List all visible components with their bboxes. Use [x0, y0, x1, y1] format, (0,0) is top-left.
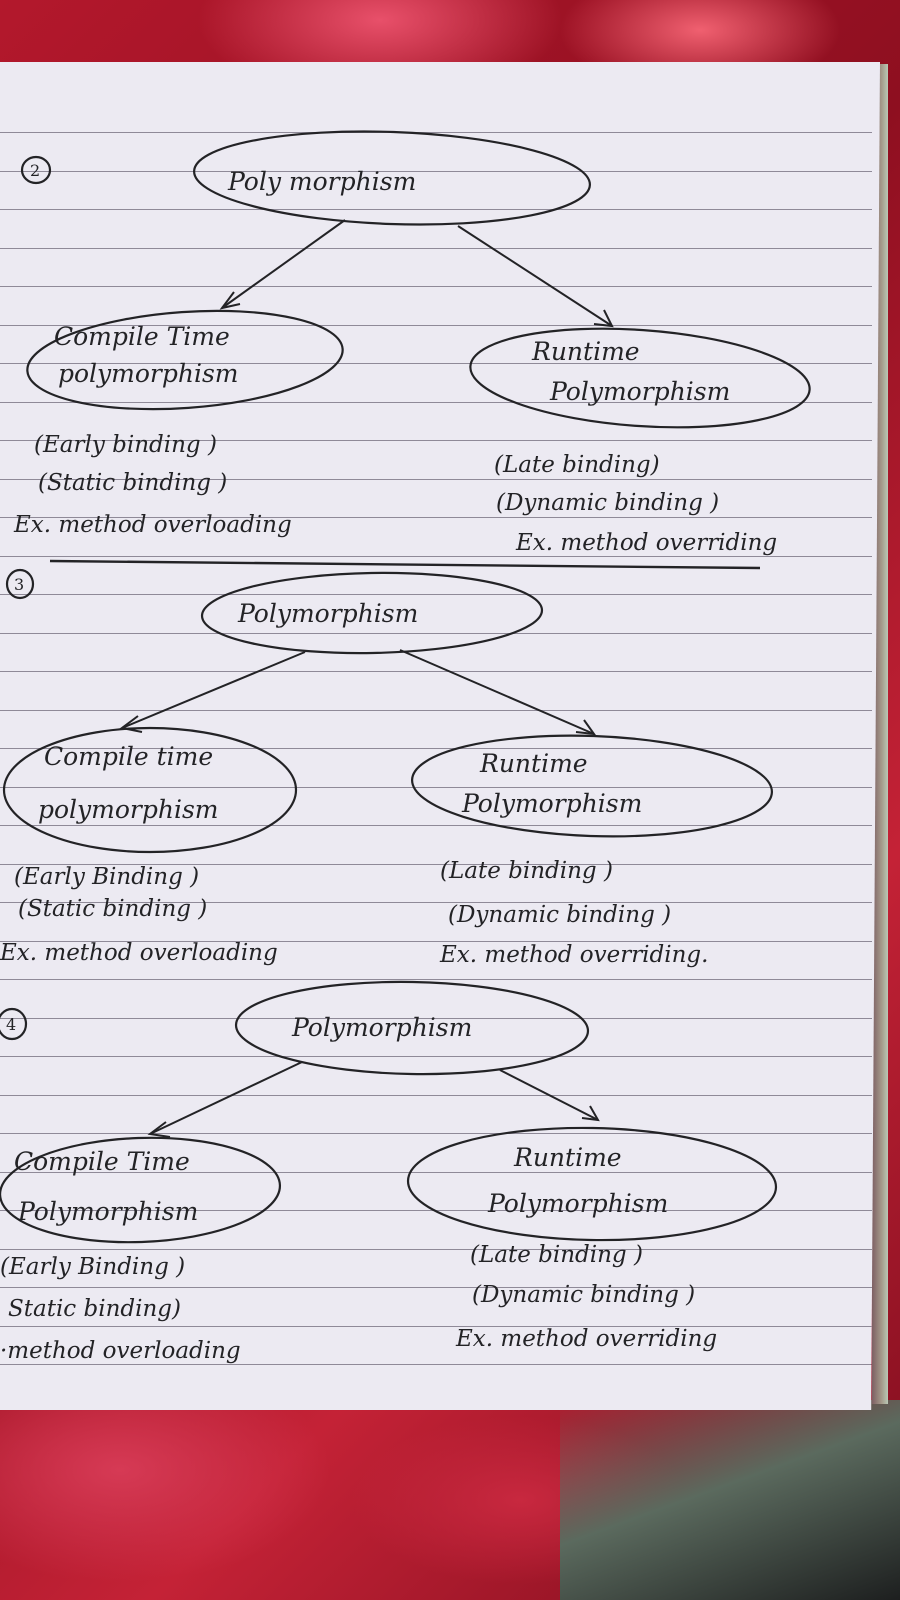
root-node-ellipse	[234, 980, 590, 1076]
arrow-left	[121, 651, 306, 729]
arrow-left	[149, 1061, 303, 1135]
ruled-line	[0, 286, 872, 287]
late-binding-note: (Late binding )	[440, 858, 613, 884]
ruled-line	[0, 1287, 872, 1288]
ruled-line	[0, 825, 872, 826]
runtime-label-line2: Polymorphism	[549, 377, 730, 406]
section-number-circle	[5, 568, 35, 600]
notebook-page	[0, 62, 880, 1410]
ruled-line	[0, 132, 872, 133]
diagram-section-4: 4 Polymorphism Compile Time Polymorphism…	[0, 980, 778, 1364]
root-node-ellipse	[193, 130, 591, 226]
method-overloading-note: Ex. method overloading	[0, 940, 278, 966]
section-number-circle	[0, 1007, 28, 1041]
ruled-line	[0, 247, 872, 249]
section-number: 2	[30, 161, 40, 180]
arrowhead-left	[219, 291, 241, 310]
late-binding-note: (Late binding)	[494, 452, 660, 478]
ruled-line	[0, 363, 872, 364]
ruled-line	[0, 709, 872, 711]
arrowhead-right	[593, 309, 614, 328]
arrow-right	[499, 1069, 599, 1121]
section-divider	[49, 559, 761, 570]
ruled-line	[0, 1133, 872, 1134]
method-overriding-note: Ex. method overriding	[515, 530, 777, 556]
compile-time-label-line2: Polymorphism	[17, 1197, 198, 1226]
static-binding-note: (Static binding )	[18, 896, 207, 922]
arrowhead-right	[575, 719, 597, 736]
ruled-line	[0, 401, 872, 403]
runtime-node-ellipse	[469, 327, 811, 429]
ruled-line	[0, 786, 872, 788]
ruled-line	[0, 478, 872, 480]
arrowhead-right	[581, 1105, 600, 1122]
method-overloading-note: ·method overloading	[0, 1338, 241, 1364]
root-node-label: Poly morphism	[227, 167, 416, 196]
ruled-line	[0, 1364, 872, 1365]
runtime-label-line1: Runtime	[513, 1143, 622, 1172]
ruled-line	[0, 1094, 872, 1096]
root-node-ellipse	[200, 571, 544, 655]
runtime-label-line1: Runtime	[531, 337, 640, 366]
dynamic-binding-note: (Dynamic binding )	[448, 902, 671, 928]
ruled-line	[0, 863, 872, 865]
compile-time-node-ellipse	[26, 309, 344, 411]
compile-time-label-line1: Compile Time	[14, 1147, 190, 1176]
ruled-line	[0, 594, 872, 595]
arrow-right	[457, 225, 613, 327]
ruled-line	[0, 1017, 872, 1019]
diagram-section-2: 2 Poly morphism Compile Time polymorphis…	[13, 130, 811, 556]
compile-time-node-ellipse	[2, 726, 298, 854]
ruled-line	[0, 170, 872, 172]
static-binding-note: (Static binding )	[38, 470, 227, 496]
runtime-node-ellipse	[406, 1126, 778, 1242]
early-binding-note: (Early binding )	[34, 432, 217, 458]
ruled-line	[0, 555, 872, 557]
ruled-line	[0, 748, 872, 749]
compile-time-label-line2: polymorphism	[58, 359, 239, 388]
method-overriding-note: Ex. method overriding.	[439, 942, 708, 968]
early-binding-note: (Early Binding )	[14, 864, 199, 890]
ruled-line	[0, 1056, 872, 1057]
section-number: 3	[14, 575, 24, 594]
compile-time-label-line1: Compile Time	[54, 322, 230, 351]
compile-time-node-ellipse	[0, 1136, 282, 1244]
ruled-line	[0, 979, 872, 980]
early-binding-note: (Early Binding )	[0, 1254, 185, 1280]
root-node-label: Polymorphism	[291, 1013, 472, 1042]
ruled-line	[0, 1248, 872, 1250]
ruled-line	[0, 1171, 872, 1173]
runtime-label-line2: Polymorphism	[487, 1189, 668, 1218]
section-number-circle	[20, 155, 52, 185]
dynamic-binding-note: (Dynamic binding )	[472, 1282, 695, 1308]
method-overloading-note: Ex. method overloading	[13, 512, 292, 538]
floor-shadow	[560, 1400, 900, 1600]
section-number: 4	[6, 1015, 16, 1034]
ruled-line	[0, 632, 872, 634]
method-overriding-note: Ex. method overriding	[455, 1326, 717, 1352]
ruled-line	[0, 671, 872, 672]
late-binding-note: (Late binding )	[470, 1242, 643, 1268]
root-node-label: Polymorphism	[237, 599, 418, 628]
ruled-line	[0, 517, 872, 518]
compile-time-label-line2: polymorphism	[38, 795, 219, 824]
arrowhead-left	[147, 1121, 171, 1138]
arrow-left	[221, 219, 346, 309]
ruled-line	[0, 1325, 872, 1327]
runtime-node-ellipse	[411, 734, 773, 838]
runtime-label-line1: Runtime	[479, 749, 588, 778]
static-binding-note: Static binding)	[8, 1296, 181, 1322]
compile-time-label-line1: Compile time	[44, 742, 213, 771]
runtime-label-line2: Polymorphism	[461, 789, 642, 818]
ruled-line	[0, 902, 872, 903]
ruled-line	[0, 324, 872, 326]
dynamic-binding-note: (Dynamic binding )	[496, 490, 719, 516]
ruled-line	[0, 440, 872, 441]
arrow-right	[399, 649, 595, 735]
ruled-line	[0, 209, 872, 210]
diagram-section-3: 3 Polymorphism Compile time polymorphism…	[0, 568, 773, 968]
ruled-line	[0, 940, 872, 942]
